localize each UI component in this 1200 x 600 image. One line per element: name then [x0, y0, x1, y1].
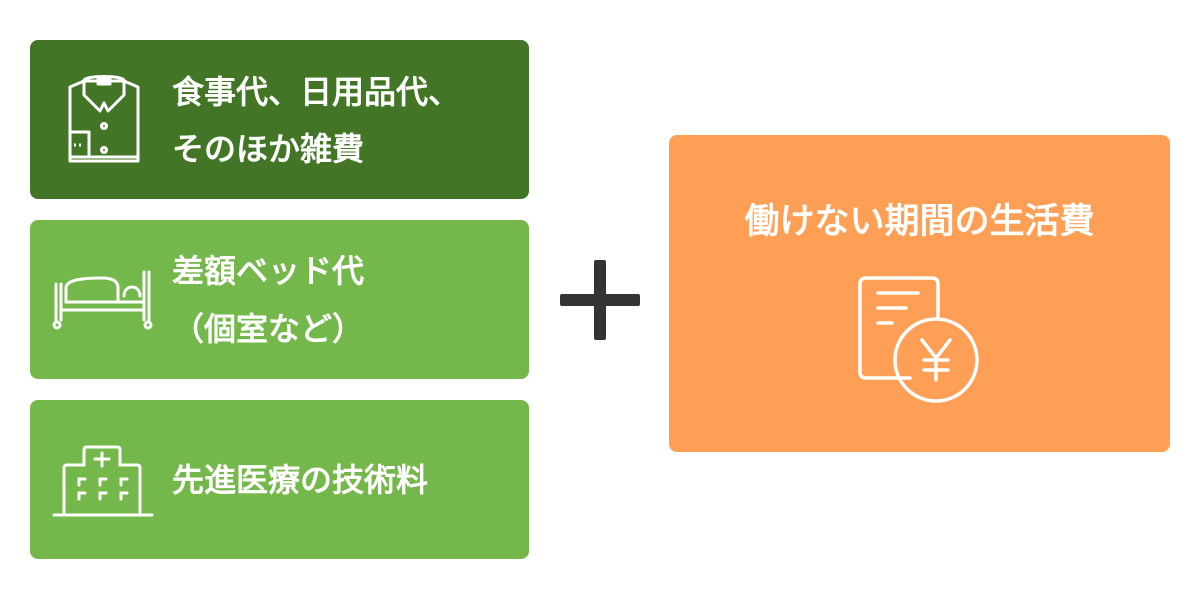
yen-document-icon: [858, 276, 979, 403]
advanced-medical-box: 先進医療の技術料: [30, 400, 529, 559]
plus-icon: [560, 260, 640, 340]
bed-fee-box: 差額ベッド代 （個室など）: [30, 220, 529, 379]
item-text-line2: （個室など）: [172, 310, 365, 348]
living-expenses-title: 働けない期間の生活費: [744, 202, 1095, 242]
bed-icon: [52, 270, 153, 330]
hospital-icon: [52, 445, 154, 517]
shirt-icon: [68, 75, 140, 163]
item-text-line1: 食事代、日用品代、: [172, 73, 461, 111]
meal-daily-goods-box: 食事代、日用品代、 そのほか雑費: [30, 40, 529, 199]
item-text-line1: 差額ベッド代: [172, 252, 365, 290]
living-expenses-box: 働けない期間の生活費: [669, 135, 1170, 452]
item-text-line2: そのほか雑費: [172, 130, 365, 168]
item-text-line1: 先進医療の技術料: [172, 461, 429, 499]
